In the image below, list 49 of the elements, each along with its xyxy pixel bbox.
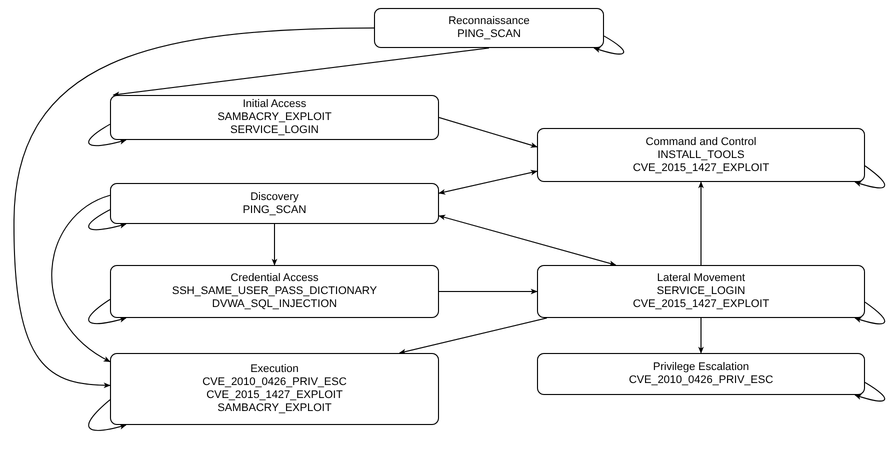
node-title: Credential Access: [230, 272, 319, 285]
action-label: SAMBACRY_EXPLOIT: [217, 111, 332, 124]
arrow: [438, 288, 538, 294]
process-box: [537, 265, 865, 318]
action-label: CVE_2010_0426_PRIV_ESC: [628, 374, 774, 387]
action-label: INSTALL_TOOLS: [657, 148, 745, 162]
arrow: [112, 48, 490, 97]
action-label: PING_SCAN: [457, 28, 521, 41]
node-title: Privilege Escalation: [653, 361, 749, 374]
self-loop-arrow: [88, 399, 127, 431]
arrow: [438, 170, 538, 195]
node-title: Discovery: [250, 190, 299, 204]
process-box: [110, 265, 439, 318]
action-label: CVE_2015_1427_EXPLOIT: [206, 389, 343, 402]
arrow: [272, 224, 278, 266]
process-box: [537, 128, 865, 182]
self-loop-arrow: [88, 209, 127, 230]
action-label: SERVICE_LOGIN: [656, 285, 746, 298]
action-label: SSH_SAME_USER_PASS_DICTIONARY: [172, 285, 377, 298]
action-label: DVWA_SQL_INJECTION: [212, 298, 337, 311]
action-label: SAMBACRY_EXPLOIT: [217, 402, 332, 415]
process-box: [110, 95, 439, 140]
action-label: SERVICE_LOGIN: [230, 124, 319, 137]
action-label: CVE_2015_1427_EXPLOIT: [632, 162, 770, 174]
arrow: [14, 28, 374, 388]
self-loop-arrow: [88, 124, 127, 146]
process-box: [110, 183, 439, 224]
process-box: [537, 353, 865, 395]
node-title: Lateral Movement: [656, 272, 746, 285]
arrow: [698, 318, 704, 354]
node-title: Initial Access: [242, 98, 306, 111]
process-box: [110, 353, 439, 425]
action-label: PING_SCAN: [242, 204, 306, 216]
self-loop-arrow: [88, 298, 127, 324]
action-label: CVE_2015_1427_EXPLOIT: [632, 298, 770, 311]
node-title: Command and Control: [646, 136, 756, 148]
action-label: CVE_2010_0426_PRIV_ESC: [202, 376, 347, 389]
arrow: [698, 181, 704, 266]
self-loop-arrow: [854, 165, 886, 188]
process-box: [374, 8, 604, 48]
arrow: [438, 214, 616, 266]
arrow: [398, 318, 548, 354]
node-title: Execution: [250, 363, 299, 376]
arrow: [51, 194, 111, 362]
arrow: [438, 117, 538, 148]
node-title: Reconnaissance: [448, 15, 530, 28]
self-loop-arrow: [593, 36, 624, 54]
self-loop-arrow: [854, 382, 886, 402]
self-loop-arrow: [854, 302, 886, 324]
